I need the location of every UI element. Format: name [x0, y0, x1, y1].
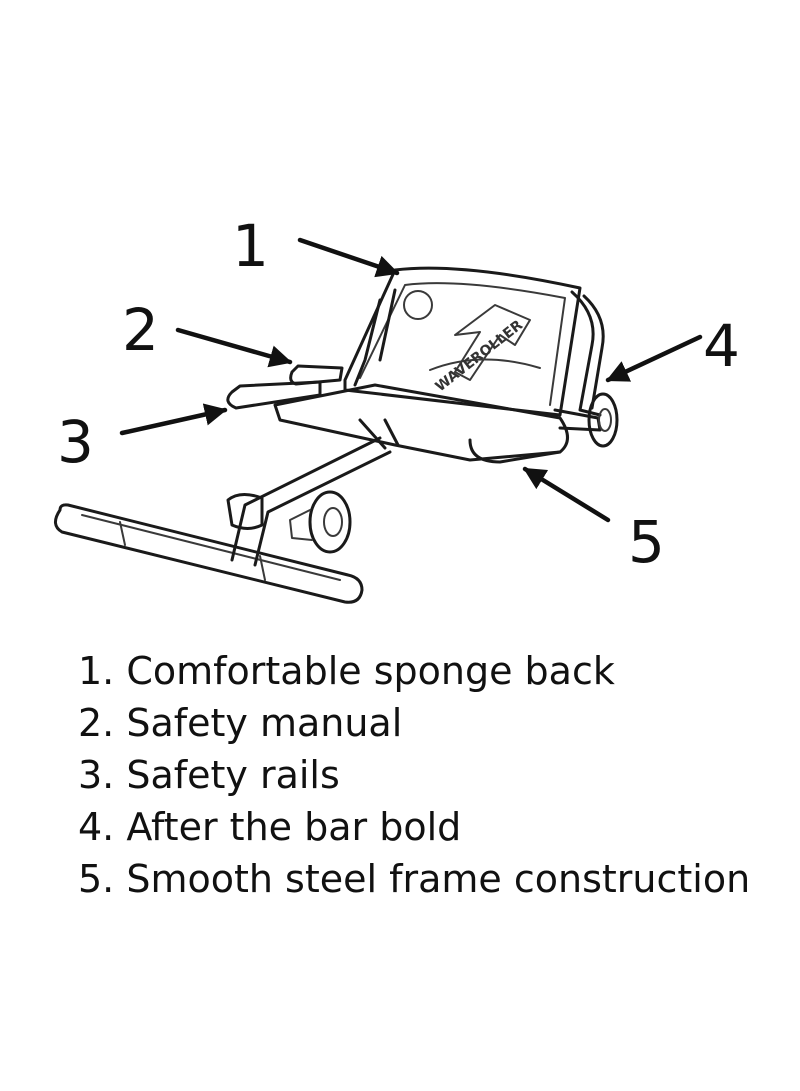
main-frame [273, 383, 569, 464]
legend-item-2: 2. Safety manual [78, 701, 403, 745]
callout-number-2: 2 [122, 296, 159, 364]
wave-roller-diagram: WAVEROLLER 1 2 3 4 5 [54, 212, 740, 604]
front-wheel [289, 490, 352, 554]
callout-number-4: 4 [703, 312, 740, 380]
seat: WAVEROLLER [343, 266, 582, 417]
seat-frame-left [353, 288, 397, 387]
side-rails [226, 364, 344, 410]
rear-wheel [587, 392, 619, 448]
legend-item-4: 4. After the bar bold [78, 805, 462, 849]
front-foot-bar [54, 503, 364, 604]
callout-arrow-4 [605, 334, 703, 383]
callout-number-5: 5 [628, 508, 665, 576]
steering-column [226, 436, 392, 567]
feature-legend: 1. Comfortable sponge back 2. Safety man… [78, 645, 750, 905]
callout-number-3: 3 [57, 408, 94, 476]
callout-number-1: 1 [232, 212, 269, 280]
legend-item-1: 1. Comfortable sponge back [78, 649, 615, 693]
seat-print-text: WAVEROLLER [433, 317, 527, 395]
legend-item-5: 5. Smooth steel frame construction [78, 857, 751, 901]
callout-arrow-1 [297, 237, 400, 278]
callout-arrow-2 [175, 327, 293, 368]
callout-arrow-5 [522, 466, 611, 523]
callout-arrow-3 [119, 403, 228, 436]
legend-item-3: 3. Safety rails [78, 753, 340, 797]
